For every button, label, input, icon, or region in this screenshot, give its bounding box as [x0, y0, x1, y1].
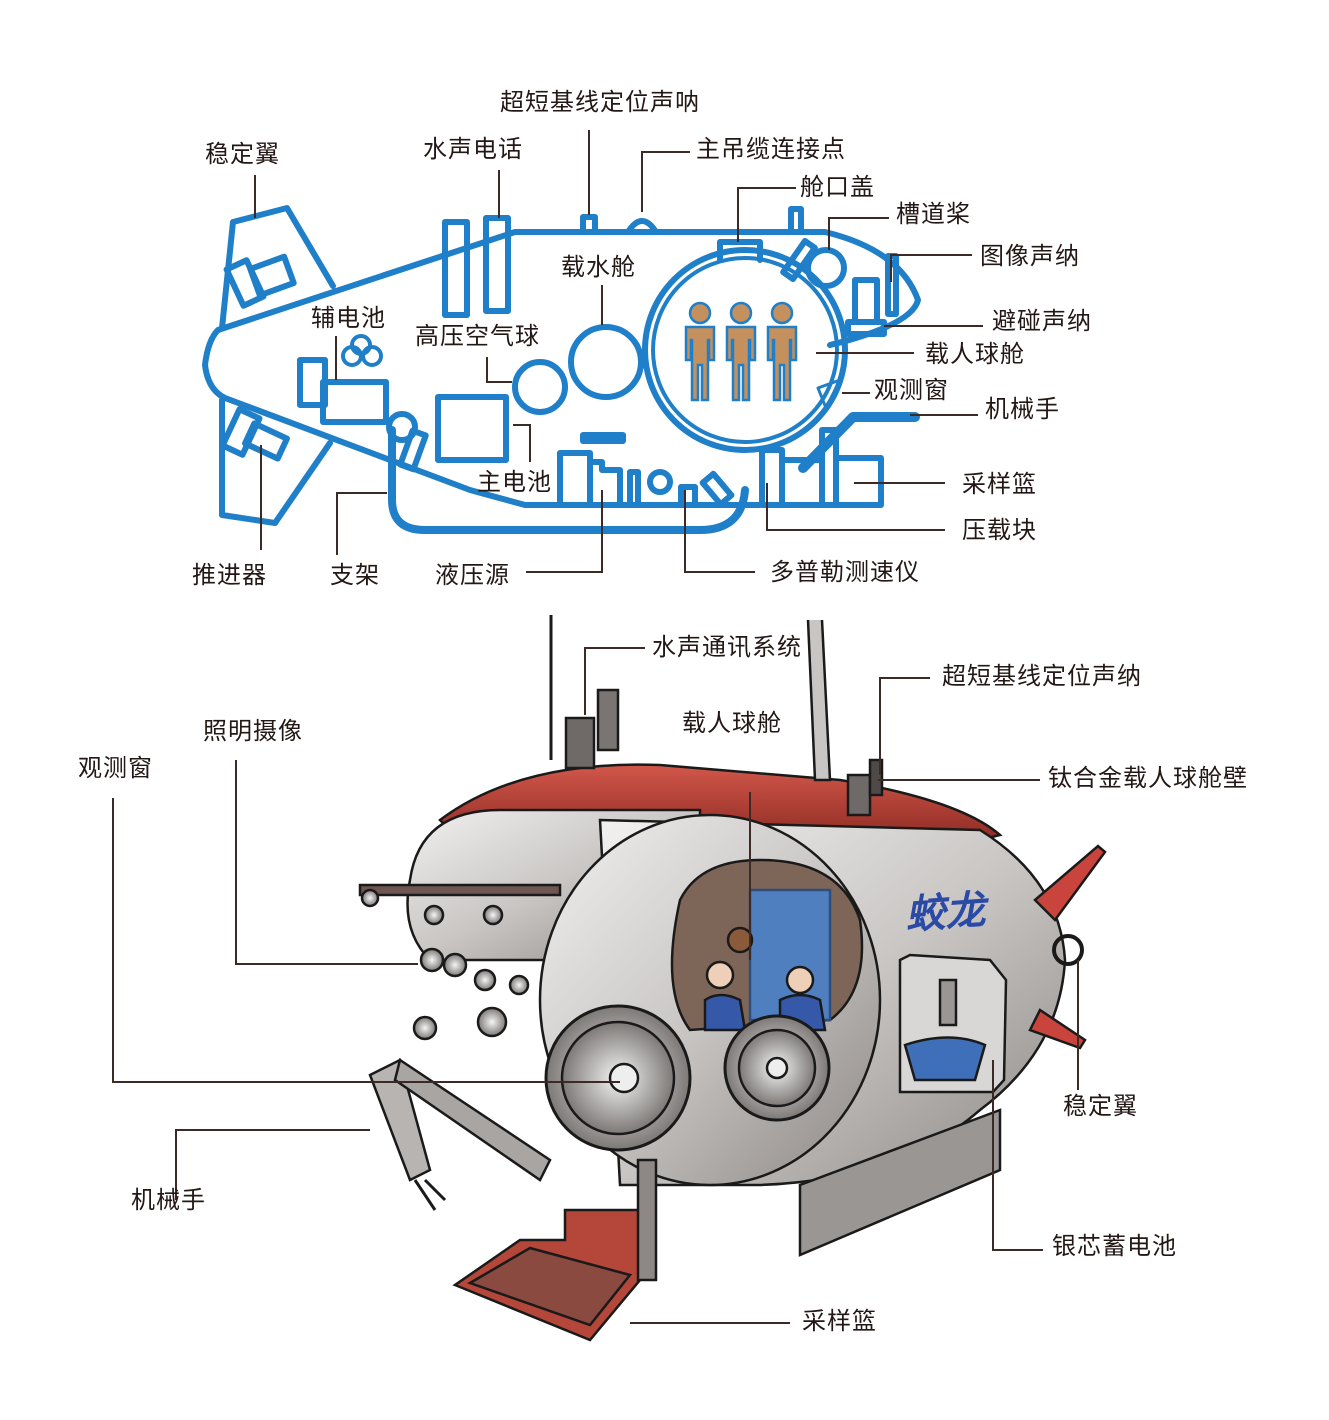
label-water-tank: 载水舱	[561, 253, 636, 281]
label-crew-sphere: 载人球舱	[925, 340, 1025, 368]
label-ballast: 压载块	[962, 516, 1037, 544]
label-imaging-sonar: 图像声纳	[980, 242, 1080, 270]
silver-battery-shape	[903, 1036, 987, 1082]
crew-figures	[684, 301, 798, 402]
label-lighting-camera: 照明摄像	[203, 717, 303, 745]
label-doppler: 多普勒测速仪	[770, 558, 920, 586]
label-frame: 支架	[330, 561, 380, 589]
label-viewport-illus: 观测窗	[78, 754, 153, 782]
schematic-diagram	[202, 130, 983, 573]
label-sample-basket: 采样篮	[962, 470, 1037, 498]
label-hatch-cover: 舱口盖	[800, 173, 875, 201]
frame-shape	[388, 426, 749, 534]
label-stabilizer-illus: 稳定翼	[1063, 1092, 1138, 1120]
manipulator-arm	[368, 1058, 432, 1182]
manipulator-shape	[798, 412, 920, 473]
label-tunnel-thruster: 槽道桨	[896, 200, 971, 228]
label-main-battery: 主电池	[477, 468, 552, 496]
stabilizer-fin-upper	[1033, 844, 1107, 922]
label-usbl-sonar: 超短基线定位声呐	[500, 88, 700, 116]
label-silver-battery: 银芯蓄电池	[1052, 1232, 1177, 1260]
label-hydro-phone: 水声电话	[423, 135, 523, 163]
crew-sphere-shape	[642, 247, 848, 453]
label-thruster: 推进器	[192, 561, 267, 589]
label-aux-battery: 辅电池	[311, 304, 386, 332]
stabilizer-fin-lower	[1028, 1008, 1087, 1050]
label-acoustic-comm: 水声通讯系统	[652, 633, 802, 661]
stabilizer-fin-bottom	[219, 397, 333, 526]
hull-name: 蛟龙	[903, 886, 987, 939]
label-usbl-sonar-illus: 超短基线定位声纳	[942, 662, 1142, 690]
label-crew-sphere-illus: 载人球舱	[682, 709, 782, 737]
label-manipulator-illus: 机械手	[131, 1186, 206, 1214]
label-titanium-wall: 钛合金载人球舱壁	[1048, 764, 1248, 792]
label-main-cable-point: 主吊缆连接点	[696, 135, 846, 163]
label-manipulator: 机械手	[985, 395, 1060, 423]
label-hp-air-sphere: 高压空气球	[415, 322, 540, 350]
label-hydraulic-source: 液压源	[435, 561, 510, 589]
label-sample-basket-illus: 采样篮	[802, 1307, 877, 1335]
label-viewport: 观测窗	[874, 376, 949, 404]
label-collision-sonar: 避碰声纳	[992, 307, 1092, 335]
label-stabilizer: 稳定翼	[205, 140, 280, 168]
